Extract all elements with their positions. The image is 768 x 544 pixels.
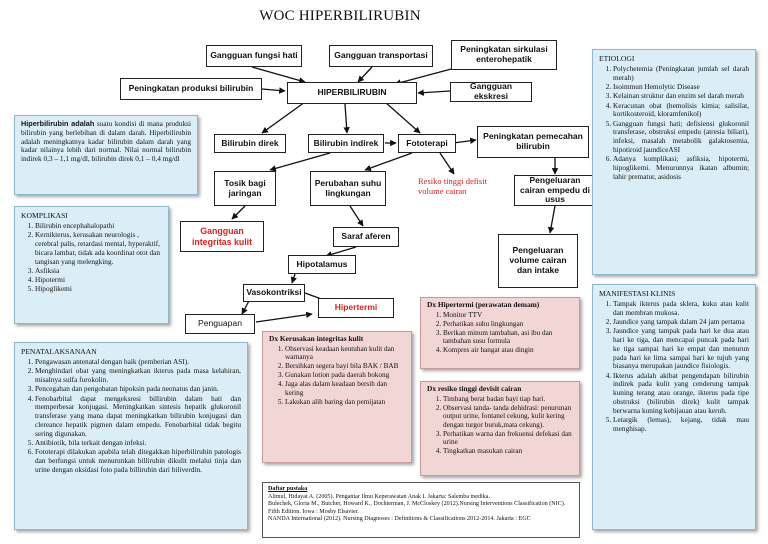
arrow-to-saraf [349, 205, 364, 227]
node-penguapan: Penguapan [185, 314, 255, 334]
pustaka-line: NANDA International (2012). Nursing Diag… [268, 516, 531, 523]
komplikasi-item: Kernikterus, kerusakan neurologis , cere… [35, 230, 162, 266]
node-saraf-aferen: Saraf aferen [333, 227, 399, 247]
arrow-transportasi [357, 66, 373, 83]
arrow-to-fototerapi [384, 101, 421, 134]
node-peningkatan-sirkulasi: Peningkatan sirkulasi enterohepatik [451, 40, 557, 70]
node-gangguan-fungsi-hati: Gangguan fungsi hati [206, 45, 302, 67]
dx-hipertermi-item: Kompres air hangat atau dingin [443, 346, 573, 354]
dx-kulit-item: Bersihkan segera bayi bila BAK / BAB [285, 362, 405, 370]
penatalaksanaan-item: Pengawasan antenatal dengan baik (pember… [35, 357, 241, 367]
node-peningkatan-pemecahan: Peningkatan pemecahan bilirubin [477, 126, 589, 158]
etiologi-item: Adanya komplikasi; asfiksia, hipotermi, … [613, 154, 749, 181]
etiologi-item: Polychetemia (Peningkatan jumlah sel dar… [613, 64, 749, 83]
arrow-produksi [261, 87, 286, 94]
node-gangguan-transportasi: Gangguan transportasi [329, 45, 433, 67]
manifestasi-item: Jaundice yang tampak pada hari ke dua at… [613, 327, 749, 371]
dx-kulit-panel: Dx Kerusakan integritas kulit Observasi … [262, 331, 412, 463]
penatalaksanaan-panel: PENATALAKSANAAN Pengawasan antenatal den… [14, 342, 248, 530]
etiologi-title: ETIOLOGI [599, 54, 635, 63]
node-hiperbilirubin: HIPERBILIRUBIN [287, 82, 417, 104]
dx-kulit-item: Gunakan lotion pada daerah bokong [285, 371, 405, 379]
node-perubahan-suhu: Perubahan suhu lingkungan [310, 171, 386, 206]
penatalaksanaan-item: Fototerapi dilakukan apabila telah diteg… [35, 447, 241, 474]
dx-cairan-title: Dx resiko tinggi devisit cairan [427, 384, 522, 393]
node-hipotalamus: Hipotalamus [288, 255, 356, 274]
etiologi-item: Isoimmun Hemolytic Disease [613, 82, 749, 92]
definition-term: Hiperbilirubin adalah [21, 119, 95, 128]
arrow-to-hipotalamus [325, 246, 357, 258]
manifestasi-item: Tampak ikterus pada sklera, kuku atau ku… [613, 299, 749, 318]
pustaka-line: Alimul, Hidayat A. (2005). Pengantar Ilm… [268, 493, 491, 500]
node-bilirubin-direk: Bilirubin direk [214, 134, 286, 153]
komplikasi-item: Hipotermi [35, 275, 162, 285]
definition-panel: Hiperbilirubin adalah suatu kondisi di m… [14, 115, 198, 195]
arrow-to-direk [261, 101, 306, 134]
manifestasi-panel: MANIFESTASI KLINIS Tampak ikterus pada s… [592, 284, 756, 530]
dx-cairan-item: Timbang berat badan bayi tiap hari. [443, 395, 573, 403]
node-gangguan-integritas-kulit: Gangguan integritas kulit [180, 221, 264, 252]
dx-kulit-title: Dx Kerusakan integritas kulit [269, 334, 364, 343]
node-pengeluaran-empedu: Pengeluaran cairan empedu di usus [514, 175, 596, 206]
komplikasi-title: KOMPLIKASI [21, 211, 68, 220]
penatalaksanaan-item: Antibiotik, bila terkait dengan infeksi. [35, 438, 241, 448]
manifestasi-item: Jaundice yang tampak dalam 24 jam pertam… [613, 317, 749, 327]
arrow-to-volume [547, 205, 556, 234]
dx-kulit-item: Jaga alas dalam keadaan bersih dan kerin… [285, 380, 405, 397]
page-title: WOC HIPERBILIRUBIN [259, 8, 421, 24]
arrow-to-tosik [269, 152, 331, 172]
node-tosik-bagi-jaringan: Tosik bagi jaringan [214, 171, 276, 206]
arrow-penguapan-hipertermi [255, 311, 313, 323]
dx-cairan-panel: Dx resiko tinggi devisit cairan Timbang … [420, 381, 580, 476]
node-gangguan-ekskresi: Gangguan ekskresi [450, 81, 532, 102]
arrow-to-suhu [364, 152, 413, 172]
node-pengeluaran-volume: Pengeluaran volume cairan dan intake [498, 234, 578, 288]
node-hipertermi: Hipertermi [318, 298, 394, 318]
arrow-ekskresi [417, 89, 451, 96]
arrow-to-indirek [343, 103, 350, 134]
definition-text: suatu kondisi di mana produksi bilirubin… [21, 119, 191, 163]
dx-hipertermi-item: Berikan minum tambahan, asi ibu dan tamb… [443, 329, 573, 346]
pustaka-line: Bulechek, Gloria M., Butcher, Howard K.,… [268, 501, 566, 515]
node-resiko-defisit-volume: Resiko tinggi defisit volume cairan [418, 176, 487, 197]
arrow-fungsi-hati [251, 66, 306, 84]
arrow-to-integritas [231, 205, 246, 220]
dx-hipertermi-panel: Dx Hipertermi (perawatan demam) Monitor … [420, 297, 580, 369]
arrow-to-resiko [439, 152, 455, 175]
node-vasokontriksi: Vasokontriksi [243, 284, 305, 302]
etiologi-item: Keracunan obat (hemolisis kimia; salisil… [613, 101, 749, 120]
dx-kulit-item: Observasi keadaan keutuhan kulit dan war… [285, 345, 405, 362]
arrow-to-vasokontriksi [290, 273, 297, 284]
dx-hipertermi-item: Monitor TTV [443, 311, 573, 319]
dx-hipertermi-item: Perhatikan suhu lingkungan [443, 320, 573, 328]
penatalaksanaan-title: PENATALAKSANAAN [21, 347, 97, 356]
daftar-pustaka-title: Daftar pustaka [268, 486, 308, 492]
komplikasi-item: Hipoglikemi [35, 285, 162, 294]
dx-cairan-item: Observasi tanda- tanda dehidrasi: penuru… [443, 404, 573, 429]
etiologi-item: Gangguan fungsi hati; defisiensi glukoro… [613, 119, 749, 155]
penatalaksanaan-item: Pencegahan dan pengobatan hipoksin pada … [35, 385, 241, 394]
penatalaksanaan-item: Fenobarbital dapat mengeksresi billirubi… [35, 394, 241, 439]
node-fototerapi: Fototerapi [398, 134, 456, 153]
dx-cairan-item: Tingkatkan masukan cairan [443, 447, 573, 455]
manifestasi-item: Letargik (lemas), kejang, tidak mau meng… [613, 415, 749, 434]
dx-cairan-item: Perhatikan warna dan frekuensi defekasi … [443, 430, 573, 447]
komplikasi-item: Asfiksia [35, 266, 162, 276]
node-peningkatan-produksi: Peningkatan produksi bilirubin [120, 78, 262, 100]
dx-kulit-item: Lakukan alih baring dan pemijatan [285, 398, 405, 406]
manifestasi-title: MANIFESTASI KLINIS [599, 289, 676, 298]
manifestasi-item: Ikterus adalah akibat pengendapan biliru… [613, 371, 749, 416]
etiologi-item: Kelainan struktur dan enzim sel darah me… [613, 92, 749, 101]
komplikasi-item: Bilirubin encephahalopathi [35, 221, 162, 231]
penatalaksanaan-item: Menghindari obat yang meningkatkan ikter… [35, 367, 241, 385]
node-bilirubin-indirek: Bilirubin indirek [308, 134, 384, 153]
etiologi-panel: ETIOLOGI Polychetemia (Peningkatan jumla… [592, 49, 756, 275]
arrow-sirkulasi [394, 67, 456, 86]
dx-hipertermi-title: Dx Hipertermi (perawatan demam) [427, 300, 540, 309]
komplikasi-panel: KOMPLIKASI Bilirubin encephahalopathi Ke… [14, 206, 169, 324]
daftar-pustaka-panel: Daftar pustaka Alimul, Hidayat A. (2005)… [262, 482, 580, 538]
